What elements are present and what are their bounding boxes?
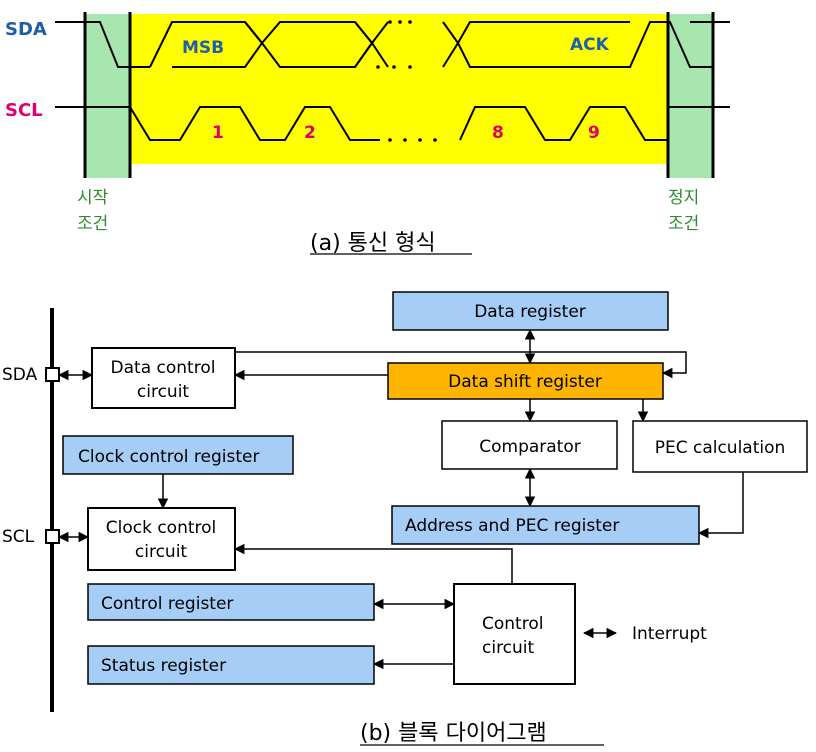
clock-control-circuit-box [87, 507, 236, 571]
clock-number: 2 [304, 123, 316, 143]
ack-label: ACK [570, 35, 610, 55]
clock-number: 9 [588, 123, 600, 143]
scl-waveform [55, 106, 730, 141]
pec-calculation-box [632, 420, 808, 473]
clock-number: 8 [492, 123, 504, 143]
data-shift-register-label: Data shift register [448, 372, 602, 392]
data-register-label: Data register [474, 302, 586, 322]
sda-signal-label: SDA [5, 19, 47, 40]
control-register-label: Control register [101, 594, 233, 614]
data-control-label: Data control [111, 358, 216, 378]
start-condition-label: 시작 [77, 188, 109, 208]
clock-control-circuit-label: circuit [135, 542, 188, 562]
clock-number: 1 [212, 123, 224, 143]
data-control-label: circuit [137, 382, 190, 402]
data-shift-register-box [387, 362, 664, 400]
timing-caption: (a) 통신 형식 [310, 231, 436, 256]
interrupt-label: Interrupt [632, 624, 707, 644]
sda-pin-label: SDA [2, 365, 38, 385]
status-register-box [87, 645, 375, 685]
connectors [57, 328, 744, 670]
control-circuit-box [453, 583, 576, 685]
clock-control-register-box [62, 435, 294, 475]
status-register-label: Status register [101, 656, 226, 676]
block-diagram: SDA SCL Data register Data control circu… [2, 291, 808, 746]
scl-dots [388, 138, 437, 142]
scl-pin [45, 529, 60, 544]
scl-signal-label: SCL [5, 100, 43, 121]
comparator-label: Comparator [479, 437, 581, 457]
sda-waveform [55, 21, 730, 68]
stop-condition-label: 조건 [668, 214, 699, 234]
data-register-box [392, 291, 669, 331]
data-transfer-zone [130, 14, 668, 164]
control-circuit-label: Control [482, 614, 543, 634]
start-condition-label: 조건 [77, 214, 108, 234]
stop-condition-label: 정지 [668, 188, 699, 208]
control-circuit-label: circuit [482, 638, 535, 658]
address-pec-register-label: Address and PEC register [405, 516, 619, 536]
clock-control-register-label: Clock control register [78, 447, 259, 467]
clock-control-circuit-label: Clock control [106, 518, 217, 538]
sda-dots [376, 20, 412, 69]
stop-condition-zone [668, 14, 713, 178]
timing-diagram: SDA SCL MSB ACK 1 2 8 9 [5, 12, 730, 256]
pec-calculation-label: PEC calculation [655, 438, 786, 458]
address-pec-register-box [391, 505, 700, 545]
data-control-box [91, 347, 236, 409]
msb-label: MSB [182, 38, 224, 58]
block-caption: (b) 블록 다이어그램 [360, 721, 547, 746]
comparator-box [441, 420, 618, 470]
sda-pin [45, 367, 60, 382]
scl-pin-label: SCL [2, 527, 35, 547]
